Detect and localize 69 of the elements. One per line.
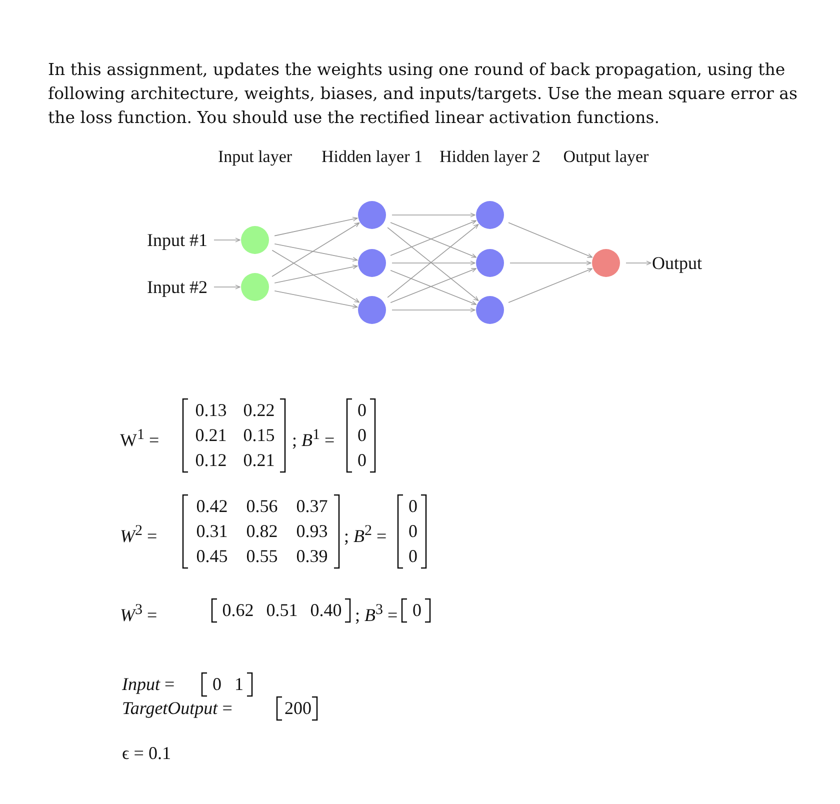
matrix-entry: 0 <box>408 545 418 568</box>
matrix-entry: 0.12 <box>194 449 228 472</box>
arrow <box>272 222 360 277</box>
instruction-paragraph: In this assignment, updates the weights using one round of back propagation, using the following architecture, weights, biases, and inputs/targets. Use the mean square error as the loss function. You should use the rectified linear activation functions. <box>48 59 798 129</box>
math-expression: ; B$^{2}$ = <box>344 522 387 548</box>
hidden-neuron <box>358 249 386 277</box>
math-expression: Input = <box>122 672 175 696</box>
matrix-entry: 0.93 <box>295 520 329 543</box>
math-expression: W$^{1}$ = <box>120 426 160 452</box>
matrix-entry: 0.45 <box>195 545 229 568</box>
hidden-neuron <box>358 296 386 324</box>
arrow <box>508 268 592 303</box>
matrix-entry: 0.13 <box>194 399 228 422</box>
matrix-entry: 0.40 <box>309 599 343 622</box>
input-neuron <box>241 226 269 254</box>
hidden-neuron <box>476 296 504 324</box>
math-expression: ϵ = 0.1 <box>122 742 171 764</box>
matrix-entry: 0.42 <box>195 495 229 518</box>
matrix-entry: 0 <box>356 399 368 422</box>
math-expression: ; B$^{3}$ = <box>355 600 398 626</box>
matrix-entry: 0.82 <box>245 520 279 543</box>
arrow <box>214 284 240 290</box>
arrow <box>272 250 360 303</box>
matrix-entry: 0.39 <box>295 545 329 568</box>
matrix-entry: 0.56 <box>245 495 279 518</box>
matrix-entry: 0.22 <box>242 399 276 422</box>
matrix-entry: 0.51 <box>265 599 299 622</box>
arrow <box>508 222 593 258</box>
arrow <box>274 243 358 262</box>
arrow <box>392 260 476 266</box>
matrix-entry: 1 <box>234 673 244 696</box>
math-expression: W$^{3}$ = <box>120 600 158 626</box>
node-label: Output <box>652 252 702 274</box>
math-expression: W$^{2}$ = <box>120 522 158 548</box>
arrow <box>626 260 652 266</box>
output-neuron <box>592 249 620 277</box>
arrow <box>274 290 358 308</box>
math-expression: ; B$^{1}$ = <box>292 426 335 452</box>
layer-heading: Hidden layer 1 <box>320 146 424 168</box>
layer-heading: Input layer <box>216 146 294 168</box>
hidden-neuron <box>476 249 504 277</box>
matrix-entry: 200 <box>284 697 312 720</box>
node-label: Input #2 <box>147 276 208 298</box>
matrix-entry: 0.31 <box>195 520 229 543</box>
matrix-entry: 0.37 <box>295 495 329 518</box>
layer-heading: Output layer <box>562 146 650 168</box>
matrix-entry: 0 <box>356 449 368 472</box>
math-expression: TargetOutput = <box>122 696 232 720</box>
matrix-entry: 0.55 <box>245 545 279 568</box>
matrix-entry: 0 <box>412 599 422 622</box>
matrix-entry: 0.21 <box>242 449 276 472</box>
matrix-entry: 0 <box>408 495 418 518</box>
matrix-entry: 0.15 <box>242 424 276 447</box>
matrix-entry: 0 <box>356 424 368 447</box>
input-neuron <box>241 273 269 301</box>
layer-heading: Hidden layer 2 <box>438 146 542 168</box>
node-label: Input #1 <box>147 229 208 251</box>
matrix-entry: 0 <box>212 673 222 696</box>
matrix-entry: 0 <box>408 520 418 543</box>
hidden-neuron <box>476 201 504 229</box>
hidden-neuron <box>358 201 386 229</box>
arrow <box>274 216 358 236</box>
matrix-entry: 0.62 <box>221 599 255 622</box>
arrow <box>510 260 592 266</box>
arrow <box>392 308 476 312</box>
arrow <box>274 264 358 284</box>
arrow <box>392 212 476 218</box>
matrix-entry: 0.21 <box>194 424 228 447</box>
arrow <box>214 238 240 242</box>
